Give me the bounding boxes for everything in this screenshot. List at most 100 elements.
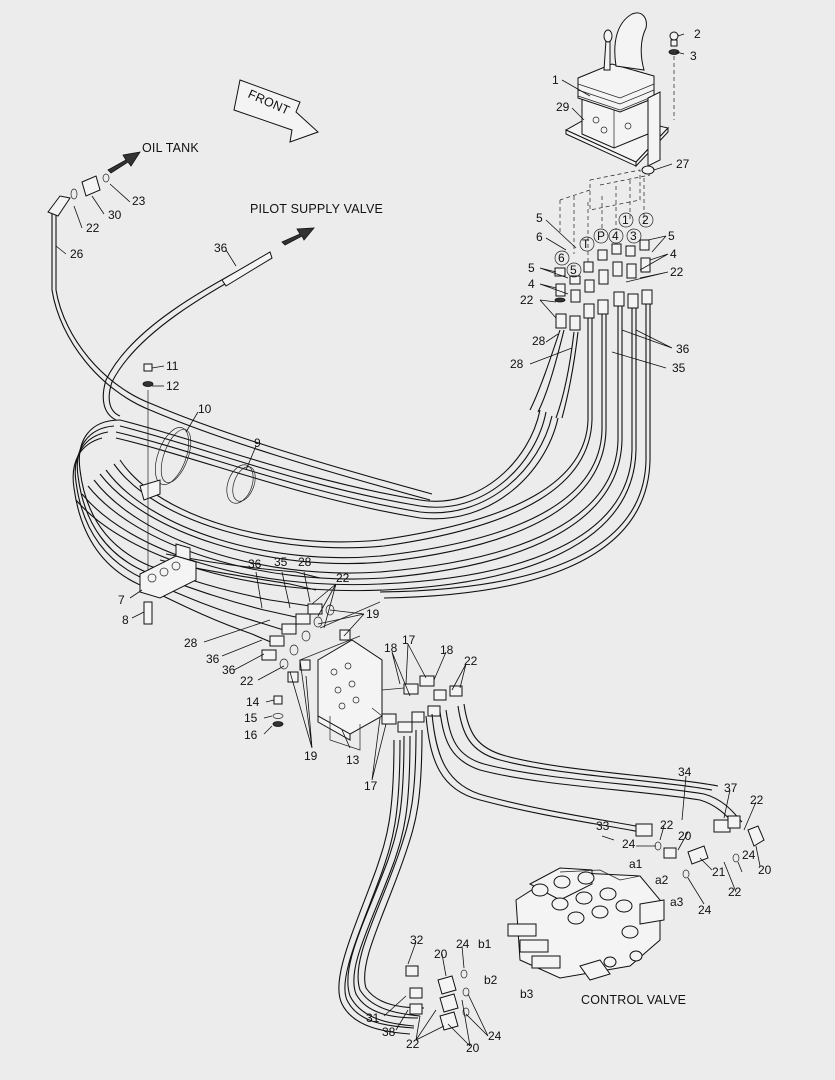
- hose-band-9: [226, 464, 256, 504]
- pilot-valve-port-fittings: T P 1 2 3 4 5 6: [554, 212, 654, 331]
- bolt-14-washers-15-16: [272, 695, 284, 727]
- callout-label: 17: [402, 633, 416, 647]
- callout-label: 27: [676, 157, 690, 171]
- pilot-control-valve-joystick: [564, 12, 680, 175]
- port-label-a3: a3: [670, 895, 684, 909]
- callout-label: 22: [660, 818, 674, 832]
- callout-label: 9: [254, 436, 261, 450]
- callout-label: 11: [166, 359, 179, 373]
- callout-label: 38: [382, 1025, 396, 1039]
- callout-label: 22: [406, 1037, 420, 1051]
- callout-label: 29: [556, 100, 570, 114]
- callout-label: 20: [758, 863, 772, 877]
- front-arrow: FRONT: [233, 79, 319, 143]
- port-label-b3: b3: [520, 987, 534, 1001]
- callout-label: 3: [690, 49, 697, 63]
- callout-label: 35: [672, 361, 686, 375]
- callout-label: 6: [536, 230, 543, 244]
- control-valve-caption: CONTROL VALVE: [581, 993, 686, 1007]
- callout-label: 36: [676, 342, 690, 356]
- callout-label: 30: [108, 208, 122, 222]
- callout-label: 26: [70, 247, 84, 261]
- callout-label: 33: [596, 819, 610, 833]
- port-label-a1: a1: [629, 857, 643, 871]
- control-valve-hoses: [338, 703, 743, 1035]
- callout-label: 32: [410, 933, 424, 947]
- port-marker-P: P: [593, 228, 609, 244]
- callout-label: 4: [528, 277, 535, 291]
- port-marker-5: 5: [566, 262, 582, 278]
- callout-label: 10: [198, 402, 212, 416]
- callout-label: 35: [274, 555, 288, 569]
- oil-tank-fittings: [47, 173, 110, 217]
- fittings-right-of-block: [371, 675, 463, 733]
- callout-label: 2: [694, 27, 701, 41]
- callout-label: 14: [246, 695, 260, 709]
- callout-label: 12: [166, 379, 180, 393]
- phantom-guide-lines: [559, 169, 651, 262]
- svg-text:P: P: [597, 229, 605, 243]
- callout-leaders: [55, 33, 761, 1047]
- callout-label: 18: [440, 643, 454, 657]
- callout-label: 22: [750, 793, 764, 807]
- callout-label: 8: [122, 613, 129, 627]
- port-marker-2: 2: [638, 212, 654, 228]
- callout-label: 13: [346, 753, 360, 767]
- callout-label: 22: [670, 265, 684, 279]
- pilot-supply-arrow: [281, 227, 315, 246]
- svg-text:3: 3: [630, 229, 637, 243]
- callout-label: 24: [622, 837, 636, 851]
- hose-support-bracket-13: [317, 639, 383, 751]
- callout-label: 22: [336, 571, 350, 585]
- callout-label: 22: [86, 221, 100, 235]
- callout-label: 17: [364, 779, 378, 793]
- control-valve-end-fittings: [405, 815, 765, 1031]
- callout-label: 24: [456, 937, 470, 951]
- callout-label: 19: [366, 607, 380, 621]
- port-marker-1: 1: [618, 212, 634, 228]
- pilot-supply-caption: PILOT SUPPLY VALVE: [250, 202, 383, 216]
- callout-label: 5: [528, 261, 535, 275]
- oil-tank-caption: OIL TANK: [142, 141, 199, 155]
- callout-label: 22: [728, 885, 742, 899]
- callout-label: 28: [184, 636, 198, 650]
- callout-label: 24: [488, 1029, 502, 1043]
- callout-label: 4: [670, 247, 677, 261]
- hose-clamp-10: [139, 427, 192, 501]
- callout-label: 20: [678, 829, 692, 843]
- callout-label: 15: [244, 711, 258, 725]
- port-marker-3: 3: [626, 228, 642, 244]
- port-label-b1: b1: [478, 937, 492, 951]
- port-label-b2: b2: [484, 973, 498, 987]
- callout-label: 28: [510, 357, 524, 371]
- port-marker-4: 4: [608, 228, 624, 244]
- callout-label: 36: [248, 557, 262, 571]
- callout-label: 36: [214, 241, 228, 255]
- control-valve: [507, 867, 665, 981]
- callout-label: 16: [244, 728, 258, 742]
- svg-text:6: 6: [558, 251, 565, 265]
- callout-label: 1: [552, 73, 559, 87]
- callout-label: 5: [536, 211, 543, 225]
- port-label-a2: a2: [655, 873, 669, 887]
- callout-label: 34: [678, 765, 692, 779]
- callout-label: 7: [118, 593, 125, 607]
- callout-label: 28: [298, 555, 312, 569]
- hose-clip-block-7: [139, 543, 197, 625]
- callout-label: 20: [466, 1041, 480, 1055]
- callout-label: 21: [712, 865, 726, 879]
- fittings-left-of-block: [261, 601, 381, 683]
- callout-label: 24: [742, 848, 756, 862]
- oil-tank-arrow: [107, 151, 141, 174]
- callout-numbers: 2 3 1 29 27 5 6 5 4 22 5 4 22 28 28 36 3…: [70, 27, 772, 1055]
- callout-label: 20: [434, 947, 448, 961]
- callout-label: 5: [668, 229, 675, 243]
- port-marker-T: T: [579, 236, 595, 252]
- svg-text:4: 4: [612, 229, 619, 243]
- svg-text:T: T: [582, 237, 590, 251]
- svg-text:2: 2: [642, 213, 649, 227]
- bolt-11-washer-12: [142, 363, 154, 580]
- callout-label: 24: [698, 903, 712, 917]
